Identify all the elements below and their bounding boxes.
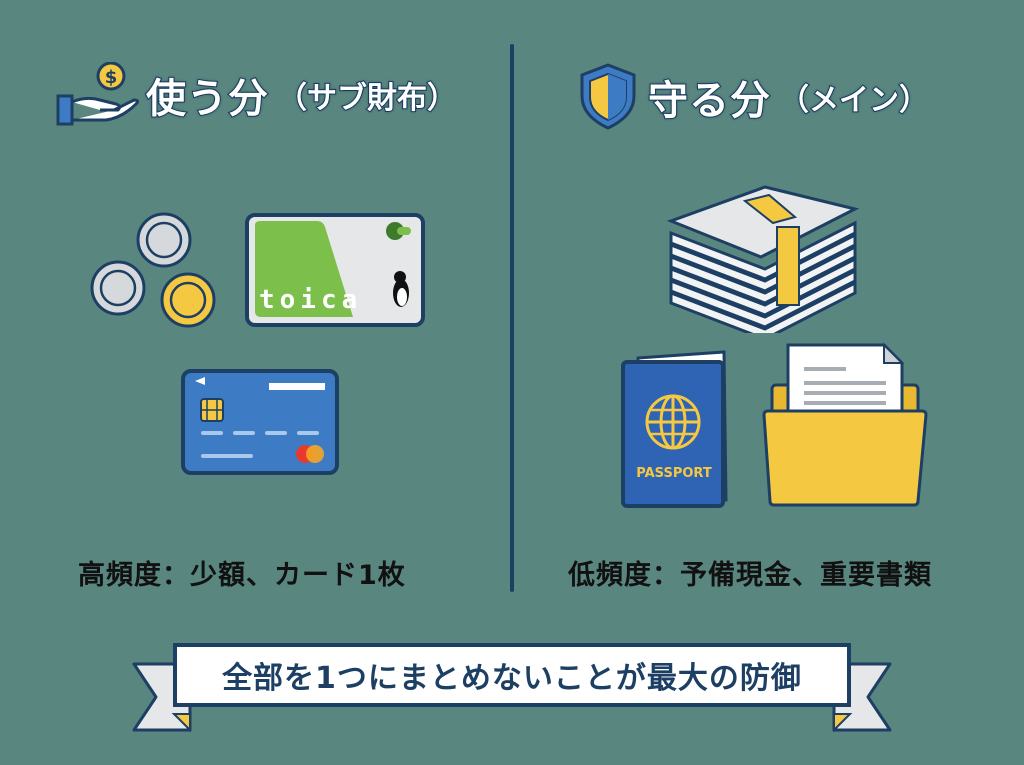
credit-card-icon: [181, 369, 339, 475]
cash-stack-icon: [665, 183, 860, 341]
left-subtitle: （サブ財布）: [276, 80, 458, 117]
passport-icon: PASSPORT: [620, 348, 732, 508]
hand-holding-coin-icon: $: [56, 61, 146, 128]
svg-text:$: $: [105, 67, 118, 88]
ic-card-icon: toica: [245, 213, 425, 327]
left-heading: $ 使う分 （サブ財布）: [56, 61, 458, 128]
shield-icon: [578, 62, 648, 132]
banner-text: 全部を1つにまとめないことが最大の防御: [222, 661, 802, 696]
ic-card-label: toica: [259, 285, 363, 315]
left-title: 使う分: [145, 75, 269, 123]
center-divider: [510, 44, 514, 592]
passport-label: PASSPORT: [636, 466, 712, 481]
banner: 全部を1つにまとめないことが最大の防御: [173, 643, 851, 707]
left-caption: 高頻度：少額、カード1枚: [78, 560, 406, 591]
coins-icon: [88, 212, 220, 332]
right-subtitle: （メイン）: [778, 82, 930, 119]
right-caption: 低頻度：予備現金、重要書類: [568, 560, 932, 591]
folder-icon: [760, 341, 930, 509]
right-title: 守る分: [647, 77, 771, 125]
right-heading: 守る分 （メイン）: [578, 62, 930, 132]
